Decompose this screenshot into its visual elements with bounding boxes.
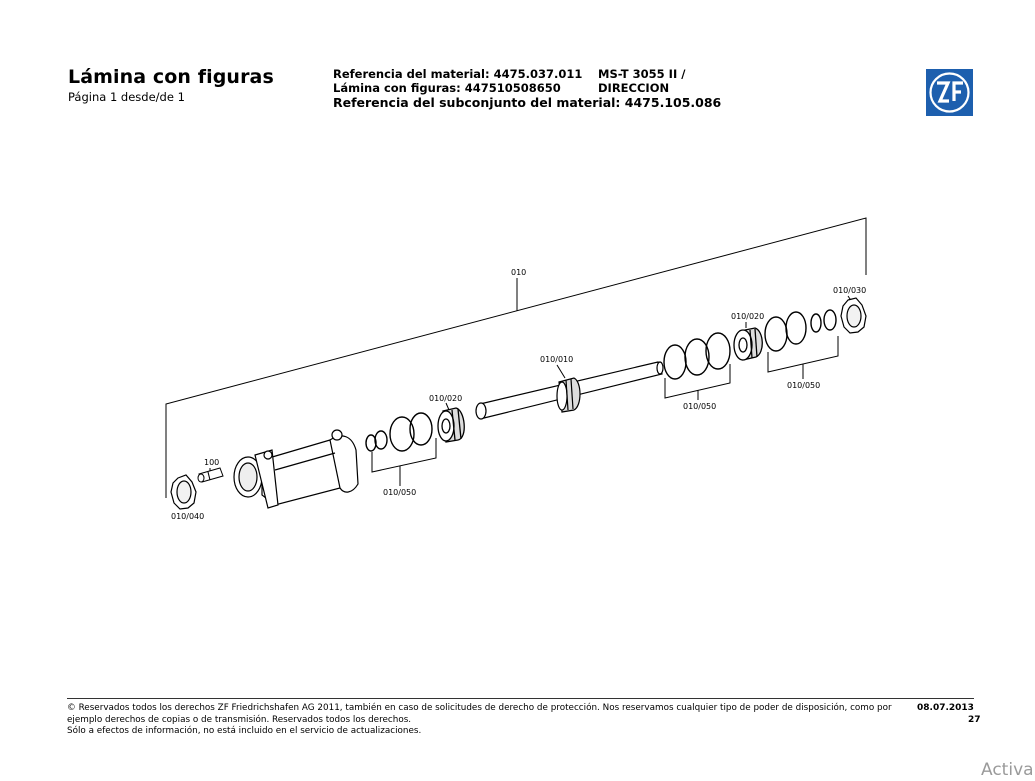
ref-material: Referencia del material: 4475.037.011 bbox=[333, 67, 583, 81]
label-piston-rod: 010/010 bbox=[540, 355, 573, 364]
model-line-2: DIRECCION bbox=[598, 81, 670, 95]
piston-rod bbox=[475, 361, 664, 420]
label-seals-right: 010/050 bbox=[787, 381, 820, 390]
label-nut-right: 010/030 bbox=[833, 286, 866, 295]
ref-lamina: Lámina con figuras: 447510508650 bbox=[333, 81, 561, 95]
nut-left bbox=[170, 474, 197, 510]
label-piston-left: 010/020 bbox=[429, 394, 462, 403]
page-title: Lámina con figuras bbox=[68, 66, 274, 88]
model-line-1: MS-T 3055 II / bbox=[598, 67, 686, 81]
seal-rings-right bbox=[764, 309, 837, 352]
label-seals-mid: 010/050 bbox=[683, 402, 716, 411]
model-block: MS-T 3055 II / DIRECCION bbox=[598, 67, 685, 95]
label-seals-left: 010/050 bbox=[383, 488, 416, 497]
label-assembly: 010 bbox=[511, 268, 526, 277]
footer-info: Sólo a efectos de información, no está i… bbox=[67, 726, 422, 736]
footer-text: © Reservados todos los derechos ZF Fried… bbox=[67, 703, 912, 738]
footer-date: 08.07.2013 bbox=[917, 703, 974, 713]
piston-left bbox=[437, 407, 465, 443]
zf-logo bbox=[926, 69, 973, 116]
nut-right bbox=[840, 297, 867, 334]
assembly-bracket bbox=[165, 217, 867, 498]
footer-page-number: 27 bbox=[968, 715, 981, 725]
label-piston-right: 010/020 bbox=[731, 312, 764, 321]
page-subtitle: Página 1 desde/de 1 bbox=[68, 90, 185, 104]
reference-block: Referencia del material: 4475.037.011 Lá… bbox=[333, 67, 721, 111]
label-nut-left: 010/040 bbox=[171, 512, 204, 521]
label-screw: 100 bbox=[204, 458, 219, 467]
activation-watermark: Activa bbox=[981, 760, 1034, 780]
footer-copyright: © Reservados todos los derechos ZF Fried… bbox=[67, 703, 892, 725]
cylinder-housing bbox=[233, 429, 359, 509]
ref-subconjunto: Referencia del subconjunto del material:… bbox=[333, 95, 722, 110]
seal-rings-mid bbox=[663, 332, 731, 380]
piston-right bbox=[733, 327, 763, 361]
seal-rings-left bbox=[365, 412, 433, 452]
screw bbox=[197, 467, 224, 483]
footer-divider bbox=[67, 698, 974, 699]
